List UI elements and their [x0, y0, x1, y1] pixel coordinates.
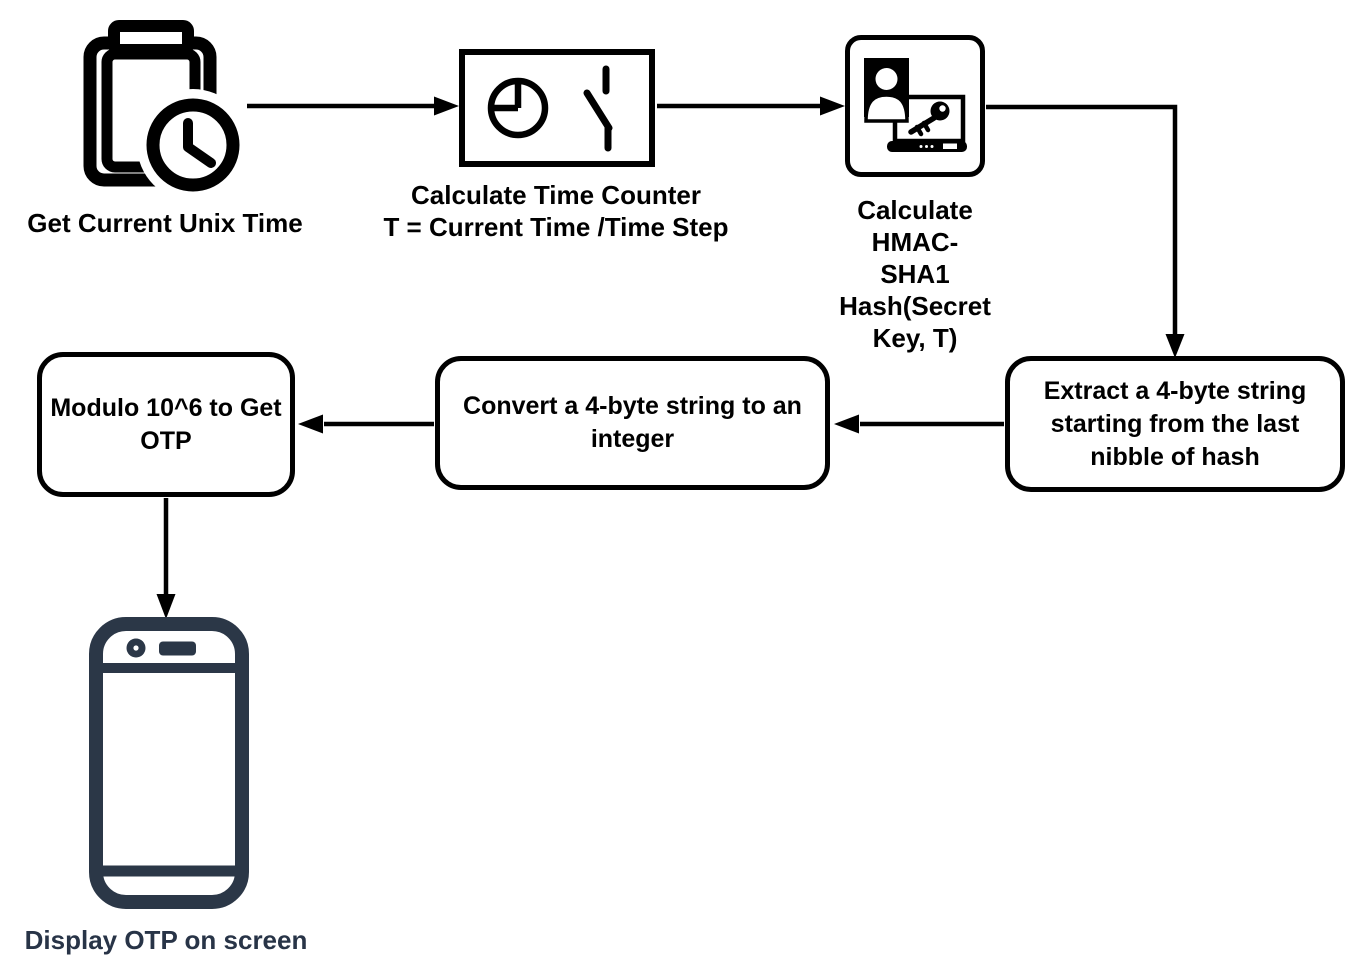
arrow-convert-to-modulo: [298, 414, 434, 434]
hmac-label-line5: Key, T): [872, 323, 958, 353]
node-time-counter: [459, 49, 655, 167]
hmac-label-line1: Calculate: [857, 195, 973, 225]
clipboard-clock-icon: [83, 20, 249, 201]
time-counter-label-line1: Calculate Time Counter: [411, 180, 701, 210]
node-label-hmac: Calculate HMAC- SHA1 Hash(Secret Key, T): [825, 194, 1005, 354]
extract-label-line3: nibble of hash: [1090, 442, 1260, 471]
extract-label-line1: Extract a 4-byte string: [1043, 376, 1307, 405]
modulo-label-line1: Modulo 10^6 to Get: [50, 393, 282, 422]
smartphone-icon: [89, 617, 249, 909]
node-extract: Extract a 4-byte string starting from th…: [1005, 356, 1345, 492]
hmac-label-line4: Hash(Secret: [839, 291, 991, 321]
convert-label-line1: Convert a 4-byte string to an: [463, 392, 802, 420]
time-counter-icons: [487, 65, 613, 152]
arrow-modulo-to-phone: [156, 498, 176, 619]
arrow-counter-to-hmac: [657, 96, 845, 116]
node-modulo: Modulo 10^6 to Get OTP: [37, 352, 295, 497]
node-label-get-unix-time: Get Current Unix Time: [27, 208, 303, 238]
node-label-time-counter: Calculate Time Counter T = Current Time …: [366, 179, 746, 243]
extract-label-line2: starting from the last: [1050, 409, 1300, 438]
arrow-hmac-to-extract: [986, 104, 1185, 358]
hmac-label-line3: SHA1: [880, 259, 950, 289]
time-counter-label-line2: T = Current Time /Time Step: [383, 212, 729, 242]
pie-chart-icon: [487, 77, 549, 139]
node-hmac: [845, 35, 985, 177]
arrow-extract-to-convert: [834, 414, 1004, 434]
node-convert: Convert a 4-byte string to an integer: [435, 356, 830, 490]
node-label-display-otp: Display OTP on screen: [24, 925, 308, 955]
switch-icon: [583, 65, 613, 152]
convert-label-line2: integer: [590, 425, 675, 453]
modulo-label-line2: OTP: [140, 426, 192, 455]
arrow-unix-to-counter: [247, 96, 459, 116]
user-laptop-key-icon: [864, 58, 967, 152]
hmac-label-line2: HMAC-: [871, 227, 959, 257]
